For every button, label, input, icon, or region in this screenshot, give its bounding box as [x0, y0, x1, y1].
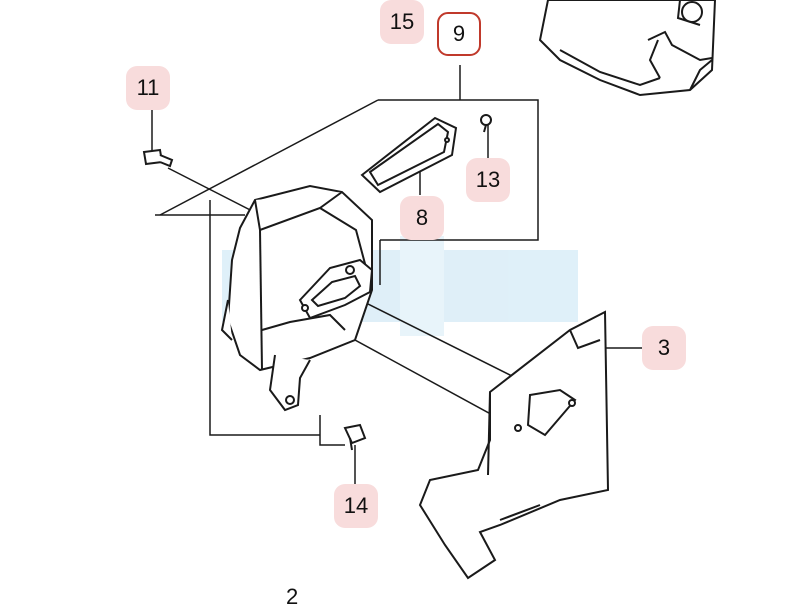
- callout-8[interactable]: 8: [400, 196, 444, 240]
- callout-14[interactable]: 14: [334, 484, 378, 528]
- gasket-icon: [360, 116, 458, 194]
- callout-15[interactable]: 15: [380, 0, 424, 44]
- muffler-body-icon: [220, 184, 374, 412]
- small-screw-icon: [480, 114, 492, 133]
- callout-11[interactable]: 11: [126, 66, 170, 110]
- bolt-icon: [343, 423, 367, 451]
- callout-9-selected[interactable]: 9: [437, 12, 481, 56]
- heat-shield-icon: [418, 310, 610, 580]
- callout-3[interactable]: 3: [642, 326, 686, 370]
- callout-13[interactable]: 13: [466, 158, 510, 202]
- cylinder-housing-icon: [538, 0, 717, 97]
- group-9-bracket: [155, 65, 539, 285]
- bottom-partial-label: 2: [286, 584, 299, 609]
- screw-icon: [142, 148, 174, 168]
